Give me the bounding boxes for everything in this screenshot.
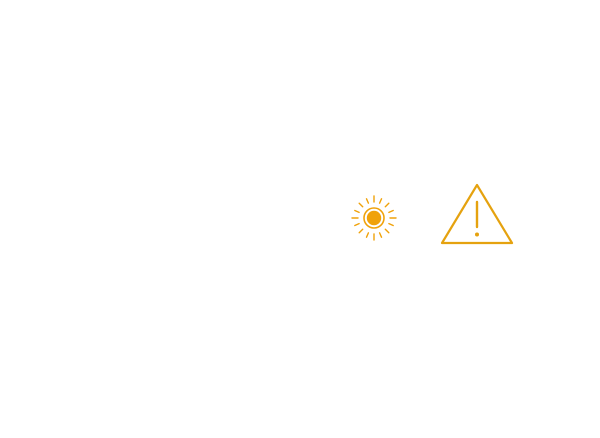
warning-triangle-icon [440,183,514,245]
sun-icon [351,195,397,241]
